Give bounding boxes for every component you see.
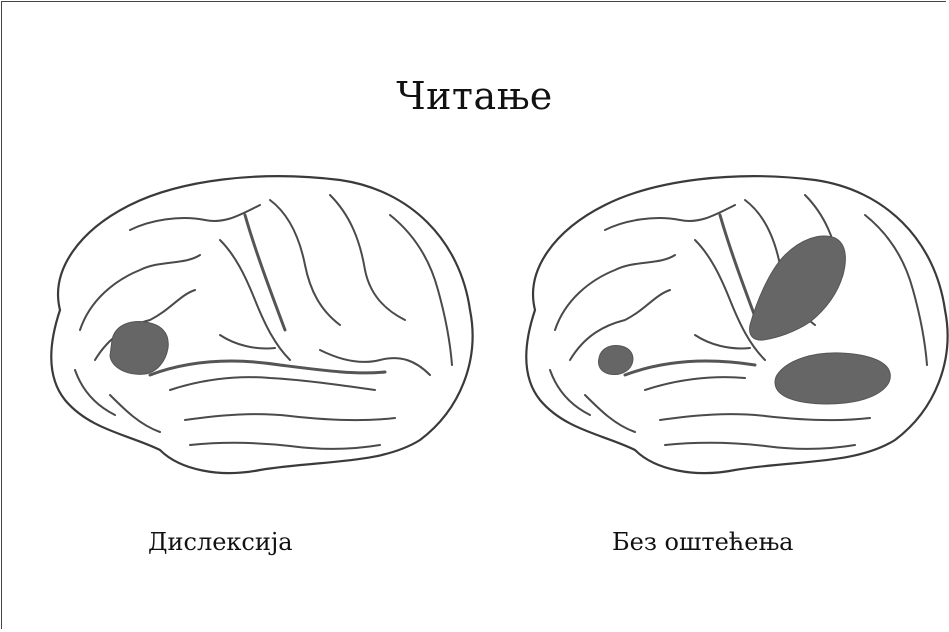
- activation-region-frontal: [110, 322, 168, 375]
- brain-outline: [51, 176, 472, 473]
- brain-unimpaired: [495, 160, 949, 500]
- caption-unimpaired: Без оштећења: [612, 528, 793, 556]
- brain-outline: [526, 176, 947, 473]
- activation-region-frontal: [598, 346, 632, 375]
- caption-dyslexia: Дислексија: [148, 528, 293, 556]
- figure-title: Читање: [0, 74, 949, 118]
- brain-dyslexia: [20, 160, 480, 500]
